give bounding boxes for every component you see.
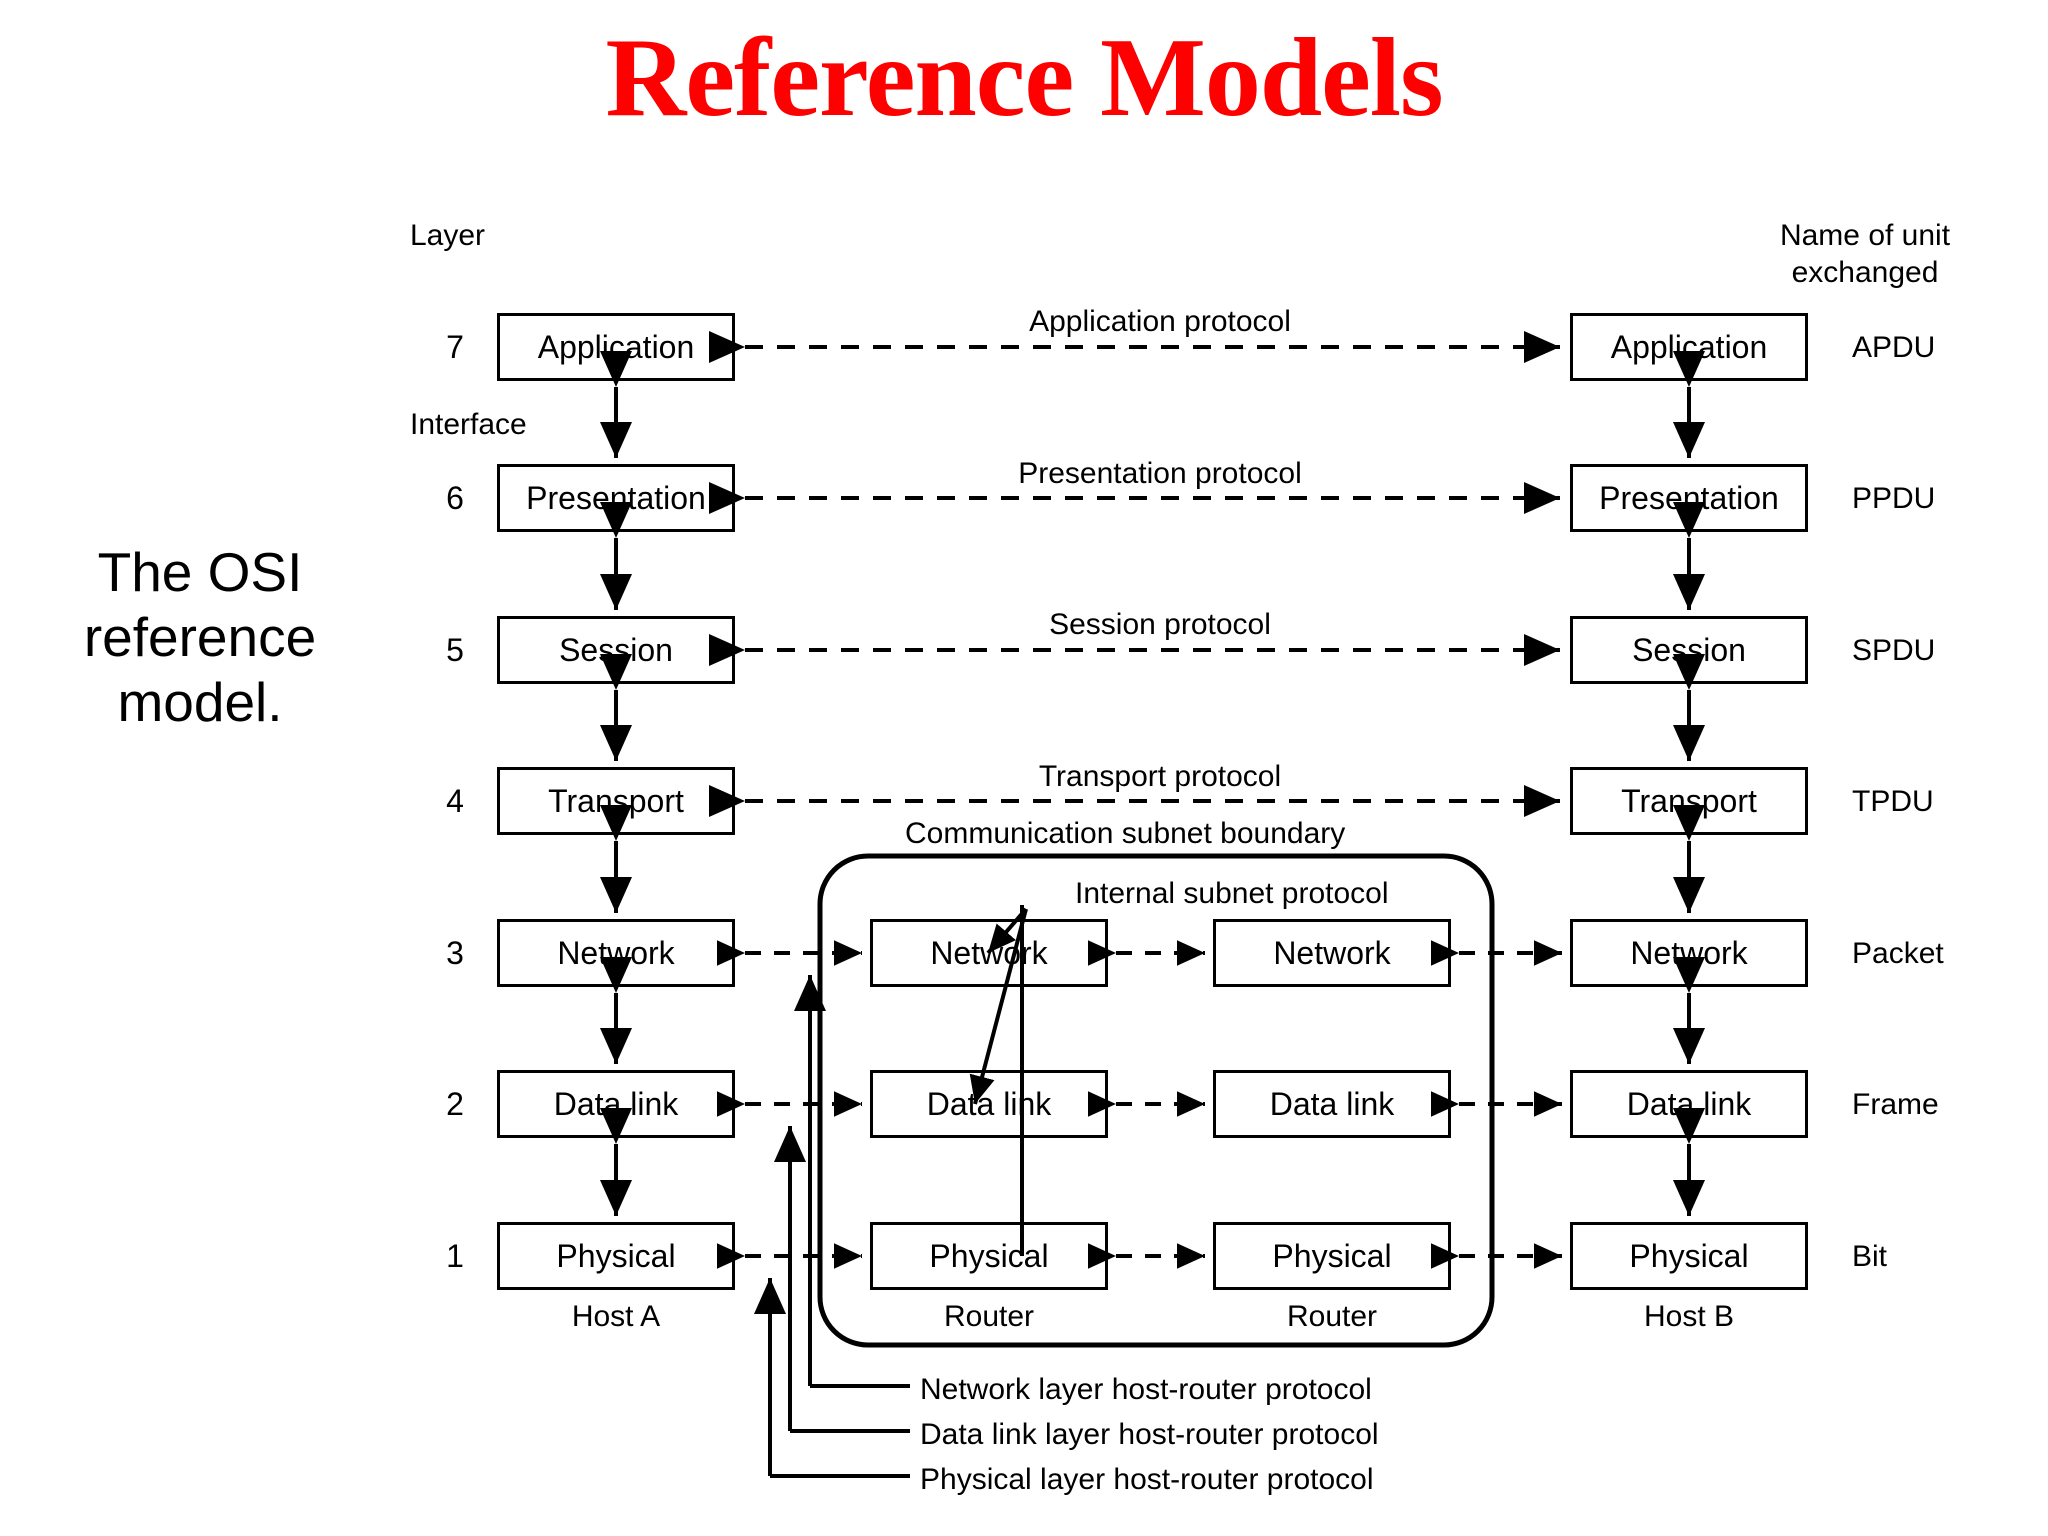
unit-column-header: Name of unit exchanged — [1755, 218, 1975, 291]
protocol-label-session: Session protocol — [1049, 608, 1271, 641]
unit-column-header-line2: exchanged — [1791, 255, 1939, 289]
router-1-layer-network[interactable]: Network — [870, 919, 1108, 987]
layer-number-5: 5 — [446, 632, 464, 668]
footnote-network-host-router: Network layer host-router protocol — [920, 1373, 1372, 1406]
unit-label-spdu: SPDU — [1852, 634, 1936, 667]
host-b-layer-data-link[interactable]: Data link — [1570, 1070, 1808, 1138]
layer-number-3: 3 — [446, 935, 464, 971]
internal-subnet-protocol-label: Internal subnet protocol — [1075, 877, 1389, 910]
host-a-layer-application[interactable]: Application — [497, 313, 735, 381]
router-2-layer-data-link[interactable]: Data link — [1213, 1070, 1451, 1138]
subnet-boundary-label: Communication subnet boundary — [905, 817, 1346, 850]
unit-label-tpdu: TPDU — [1852, 785, 1934, 818]
host-b-layer-network[interactable]: Network — [1570, 919, 1808, 987]
router-2-label: Router — [1286, 1300, 1378, 1333]
layer-number-6: 6 — [446, 480, 464, 516]
router-1-layer-physical[interactable]: Physical — [870, 1222, 1108, 1290]
protocol-label-transport: Transport protocol — [1038, 760, 1282, 793]
footnote-physical-host-router: Physical layer host-router protocol — [920, 1463, 1374, 1496]
router-2-layer-physical[interactable]: Physical — [1213, 1222, 1451, 1290]
unit-label-apdu: APDU — [1852, 331, 1936, 364]
layer-number-4: 4 — [446, 783, 464, 819]
host-a-layer-physical[interactable]: Physical — [497, 1222, 735, 1290]
layer-number-1: 1 — [446, 1238, 464, 1274]
layer-number-7: 7 — [446, 329, 464, 365]
host-b-layer-application[interactable]: Application — [1570, 313, 1808, 381]
router-2-layer-network[interactable]: Network — [1213, 919, 1451, 987]
host-a-layer-session[interactable]: Session — [497, 616, 735, 684]
router-1-label: Router — [943, 1300, 1035, 1333]
unit-label-bit: Bit — [1852, 1240, 1888, 1273]
host-a-layer-presentation[interactable]: Presentation — [497, 464, 735, 532]
unit-label-packet: Packet — [1852, 937, 1944, 970]
router-1-layer-data-link[interactable]: Data link — [870, 1070, 1108, 1138]
host-b-layer-transport[interactable]: Transport — [1570, 767, 1808, 835]
host-a-layer-network[interactable]: Network — [497, 919, 735, 987]
protocol-label-application: Application protocol — [1029, 305, 1291, 338]
footnote-data-link-host-router: Data link layer host-router protocol — [920, 1418, 1379, 1451]
page-title: Reference Models — [605, 16, 1443, 140]
layer-column-header: Layer — [410, 219, 486, 252]
host-b-label: Host B — [1643, 1300, 1735, 1333]
host-a-layer-transport[interactable]: Transport — [497, 767, 735, 835]
host-b-layer-physical[interactable]: Physical — [1570, 1222, 1808, 1290]
protocol-label-presentation: Presentation protocol — [1018, 457, 1302, 490]
host-b-layer-session[interactable]: Session — [1570, 616, 1808, 684]
layer-number-2: 2 — [446, 1086, 464, 1122]
unit-label-frame: Frame — [1852, 1088, 1939, 1121]
host-a-layer-data-link[interactable]: Data link — [497, 1070, 735, 1138]
host-b-layer-presentation[interactable]: Presentation — [1570, 464, 1808, 532]
unit-label-ppdu: PPDU — [1852, 482, 1936, 515]
peer-protocol-dashed-lines — [709, 331, 1560, 817]
host-a-label: Host A — [571, 1300, 661, 1333]
interface-label: Interface — [410, 408, 527, 441]
unit-column-header-line1: Name of unit — [1779, 219, 1951, 252]
slide-caption: The OSI reference model. — [83, 541, 317, 733]
